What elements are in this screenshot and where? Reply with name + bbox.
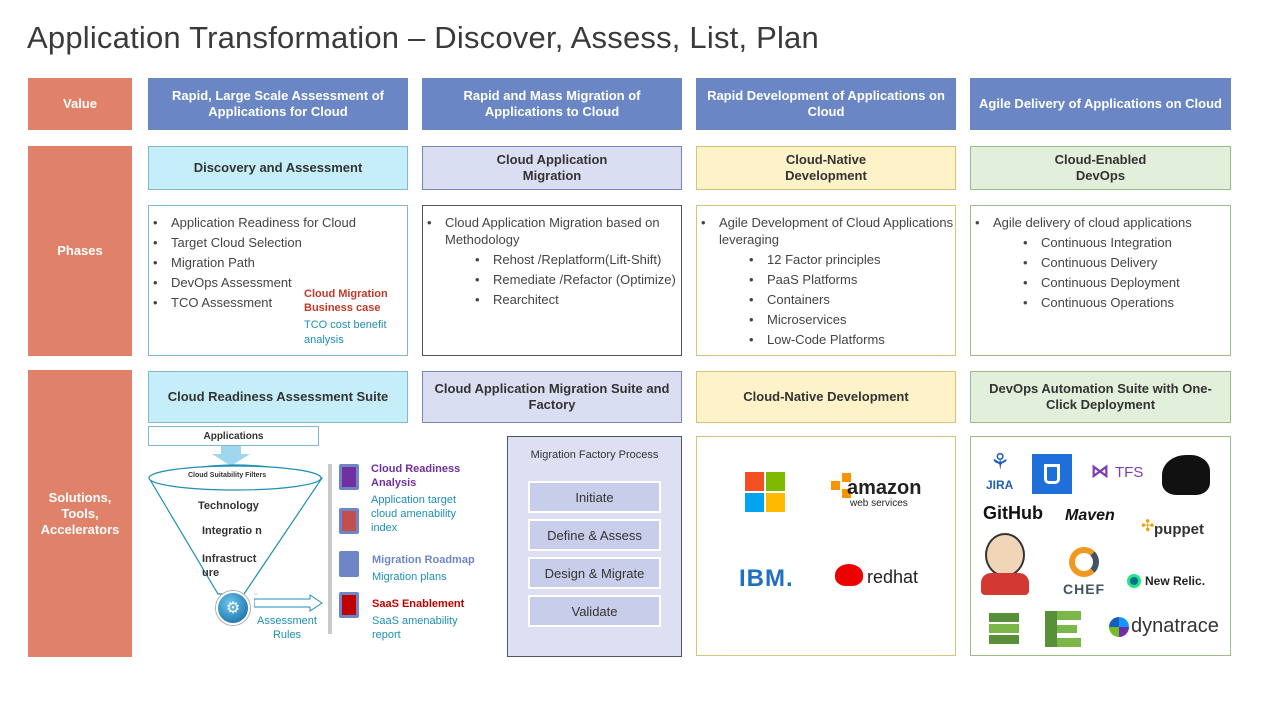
phase-header-migration: Cloud Application Migration <box>422 146 682 190</box>
list-item: Rehost /Replatform(Lift-Shift) <box>423 251 681 268</box>
phase-header-cloud-native: Cloud-Native Development <box>696 146 956 190</box>
dynatrace-text: dynatrace <box>1131 615 1219 637</box>
newrelic-text: New Relic. <box>1145 574 1206 588</box>
puppet-text: puppet <box>1154 521 1204 538</box>
legend-swatch-index <box>339 508 359 534</box>
step-define-assess: Define & Assess <box>528 519 661 551</box>
list-item: Continuous Integration <box>971 234 1230 251</box>
list-item: Microservices <box>697 311 955 328</box>
list-item: Agile Development of Cloud Applications … <box>697 214 955 248</box>
applications-box: Applications <box>148 426 319 446</box>
business-case-sub: TCO cost benefit analysis <box>304 319 387 346</box>
aws-cubes-icon <box>831 473 853 503</box>
phase-list-devops: Agile delivery of cloud applications Con… <box>970 205 1231 356</box>
phase-list-cloud-native: Agile Development of Cloud Applications … <box>696 205 956 356</box>
row-label-value: Value <box>28 78 132 130</box>
legend-sub-readiness: Application target cloud amenability ind… <box>371 494 456 534</box>
migration-factory-panel: Migration Factory Process Initiate Defin… <box>507 436 682 657</box>
list-item: Continuous Operations <box>971 294 1230 311</box>
funnel-graphic <box>148 446 323 595</box>
solution-header-readiness: Cloud Readiness Assessment Suite <box>148 371 408 423</box>
phase-list-discovery: Application Readiness for Cloud Target C… <box>148 205 408 356</box>
chef-icon <box>1069 547 1099 577</box>
jira-icon: ⚘ <box>990 449 1010 474</box>
list-item: Cloud Application Migration based on Met… <box>423 214 681 248</box>
ibm-logo-text: IBM. <box>739 565 794 592</box>
page-title: Application Transformation – Discover, A… <box>27 20 819 55</box>
microsoft-logo-icon <box>745 472 785 512</box>
value-cell-assessment: Rapid, Large Scale Assessment of Applica… <box>148 78 408 130</box>
arrow-right-icon <box>254 594 323 612</box>
legend-sub-roadmap: Migration plans <box>372 571 447 583</box>
list-item: Migration Path <box>149 254 407 271</box>
amazon-logo-sub: web services <box>850 498 908 509</box>
solution-header-devops: DevOps Automation Suite with One-Click D… <box>970 371 1231 423</box>
filters-label: Cloud Suitability Filters <box>188 472 267 479</box>
phase-header-devops: Cloud-Enabled DevOps <box>970 146 1231 190</box>
newrelic-icon <box>1127 574 1141 588</box>
value-cell-development: Rapid Development of Applications on Clo… <box>696 78 956 130</box>
list-item: Continuous Deployment <box>971 274 1230 291</box>
list-item: Continuous Delivery <box>971 254 1230 271</box>
list-item: Agile delivery of cloud applications <box>971 214 1230 231</box>
bucket-icon <box>1032 454 1072 494</box>
devops-logos-panel: ⚘ JIRA ⋈ TFS GitHub Maven ✣ puppet CHEF … <box>970 436 1231 656</box>
chef-text: CHEF <box>1063 581 1106 597</box>
legend-title-roadmap: Migration Roadmap <box>372 554 475 566</box>
value-cell-migration: Rapid and Mass Migration of Applications… <box>422 78 682 130</box>
legend-swatch-roadmap <box>339 551 359 577</box>
codedeploy-icon <box>989 613 1019 645</box>
legend-swatch-saas <box>339 592 359 618</box>
gradle-elephant-icon <box>1162 455 1210 495</box>
legend-title-readiness: Cloud Readiness Analysis <box>371 463 461 489</box>
list-item: PaaS Platforms <box>697 271 955 288</box>
list-item: Target Cloud Selection <box>149 234 407 251</box>
vs-icon: ⋈ <box>1091 461 1109 481</box>
legend-title-saas: SaaS Enablement <box>372 598 465 610</box>
cloud-logos-panel: amazon web services IBM. redhat <box>696 436 956 656</box>
step-validate: Validate <box>528 595 661 627</box>
gear-icon: ⚙ <box>216 591 250 625</box>
solution-header-cloud-native: Cloud-Native Development <box>696 371 956 423</box>
funnel-integration: Integratio n <box>202 525 262 537</box>
business-case-title: Cloud Migration Business case <box>304 288 388 314</box>
tfs-text: TFS <box>1115 464 1144 481</box>
redhat-logo-text: redhat <box>867 567 919 587</box>
divider <box>328 464 332 634</box>
puppet-icon: ✣ <box>1141 518 1155 535</box>
list-item: Low-Code Platforms <box>697 331 955 348</box>
funnel-technology: Technology <box>198 500 259 512</box>
legend-swatch-readiness <box>339 464 359 490</box>
phase-list-migration: Cloud Application Migration based on Met… <box>422 205 682 356</box>
list-item: Rearchitect <box>423 291 681 308</box>
jira-text: JIRA <box>986 478 1014 492</box>
assessment-rules: Assessment Rules <box>257 615 317 641</box>
list-item: DevOps Assessment <box>149 274 407 291</box>
step-design-migrate: Design & Migrate <box>528 557 661 589</box>
list-item: Remediate /Refactor (Optimize) <box>423 271 681 288</box>
value-cell-delivery: Agile Delivery of Applications on Cloud <box>970 78 1231 130</box>
list-item: Containers <box>697 291 955 308</box>
row-label-phases: Phases <box>28 146 132 356</box>
list-item: TCO Assessment <box>149 294 407 311</box>
jenkins-icon <box>981 533 1029 597</box>
list-item: 12 Factor principles <box>697 251 955 268</box>
maven-text: Maven <box>1065 507 1115 524</box>
legend-sub-saas: SaaS amenability report <box>372 615 458 641</box>
phase-header-discovery: Discovery and Assessment <box>148 146 408 190</box>
amazon-logo-text: amazon <box>847 477 922 499</box>
step-initiate: Initiate <box>528 481 661 513</box>
row-label-solutions: Solutions, Tools, Accelerators <box>28 370 132 657</box>
list-item: Application Readiness for Cloud <box>149 214 407 231</box>
dynatrace-icon <box>1109 617 1129 637</box>
redhat-icon <box>835 564 863 586</box>
github-text: GitHub <box>983 503 1043 523</box>
beanstalk-icon <box>1045 611 1081 647</box>
funnel-infrastructure: Infrastruct ure <box>202 553 257 579</box>
solution-header-migration: Cloud Application Migration Suite and Fa… <box>422 371 682 423</box>
migration-factory-title: Migration Factory Process <box>530 449 659 461</box>
